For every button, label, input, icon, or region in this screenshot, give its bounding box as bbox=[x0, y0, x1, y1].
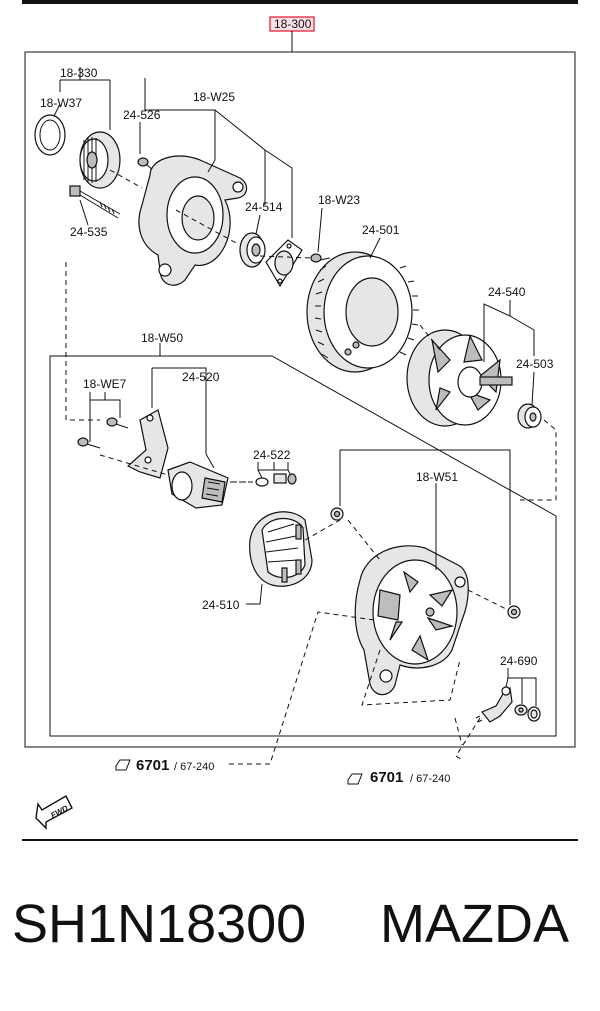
inner-frame bbox=[49, 355, 557, 737]
rear-bearing bbox=[517, 403, 542, 429]
callout-24-503[interactable]: 24-503 bbox=[516, 357, 554, 371]
reference-left-code: 6701 bbox=[136, 757, 169, 774]
front-bearing bbox=[239, 232, 266, 268]
rectifier bbox=[249, 511, 313, 587]
callout-24-535[interactable]: 24-535 bbox=[70, 225, 108, 239]
callout-24-501[interactable]: 24-501 bbox=[362, 223, 400, 237]
callout-18-w25[interactable]: 18-W25 bbox=[193, 90, 235, 104]
main-callout-label[interactable]: 18-300 bbox=[274, 17, 312, 31]
regulator-fittings bbox=[230, 473, 297, 487]
reference-left-page: / 67-240 bbox=[174, 761, 214, 773]
callout-18-w23[interactable]: 18-W23 bbox=[318, 193, 360, 207]
part-number: SH1N18300 bbox=[12, 894, 307, 954]
callout-24-540[interactable]: 24-540 bbox=[488, 285, 526, 299]
retainer-screw bbox=[310, 253, 331, 263]
brush-holder-bracket bbox=[126, 409, 169, 479]
pulley bbox=[79, 131, 121, 189]
reference-right-code: 6701 bbox=[370, 769, 403, 786]
footer: SH1N18300 MAZDA bbox=[0, 893, 600, 973]
bottom-rule bbox=[22, 839, 578, 841]
callout-18-w51[interactable]: 18-W51 bbox=[416, 470, 458, 484]
housing-nut-left bbox=[330, 507, 344, 521]
callout-24-690[interactable]: 24-690 bbox=[500, 654, 538, 668]
reference-left[interactable]: 6701 / 67-240 bbox=[115, 757, 214, 774]
callout-24-520[interactable]: 24-520 bbox=[182, 370, 220, 384]
fwd-arrow-icon: FWD bbox=[35, 795, 73, 830]
stator bbox=[306, 251, 419, 373]
voltage-regulator bbox=[167, 461, 229, 509]
callout-18-w37[interactable]: 18-W37 bbox=[40, 96, 82, 110]
housing-nut-right bbox=[507, 605, 521, 619]
through-bolt bbox=[69, 185, 121, 219]
callout-18-w50[interactable]: 18-W50 bbox=[141, 331, 183, 345]
callout-18-we7[interactable]: 18-WE7 bbox=[83, 377, 127, 391]
top-rule bbox=[22, 0, 578, 4]
callout-24-514[interactable]: 24-514 bbox=[245, 200, 283, 214]
front-housing bbox=[138, 155, 248, 286]
b-terminal-kit bbox=[475, 686, 541, 723]
brush-holder-screws bbox=[77, 417, 129, 449]
callout-24-510[interactable]: 24-510 bbox=[202, 598, 240, 612]
callout-24-522[interactable]: 24-522 bbox=[253, 448, 291, 462]
callout-24-526[interactable]: 24-526 bbox=[123, 108, 161, 122]
brand-name: MAZDA bbox=[380, 894, 569, 954]
reference-right-page: / 67-240 bbox=[410, 773, 450, 785]
bearing-retainer bbox=[265, 239, 303, 288]
rotor bbox=[406, 329, 513, 427]
reference-right[interactable]: 6701 / 67-240 bbox=[347, 769, 450, 786]
callout-18-330[interactable]: 18-330 bbox=[60, 66, 98, 80]
rear-housing bbox=[354, 545, 469, 696]
outer-frame bbox=[24, 51, 576, 748]
